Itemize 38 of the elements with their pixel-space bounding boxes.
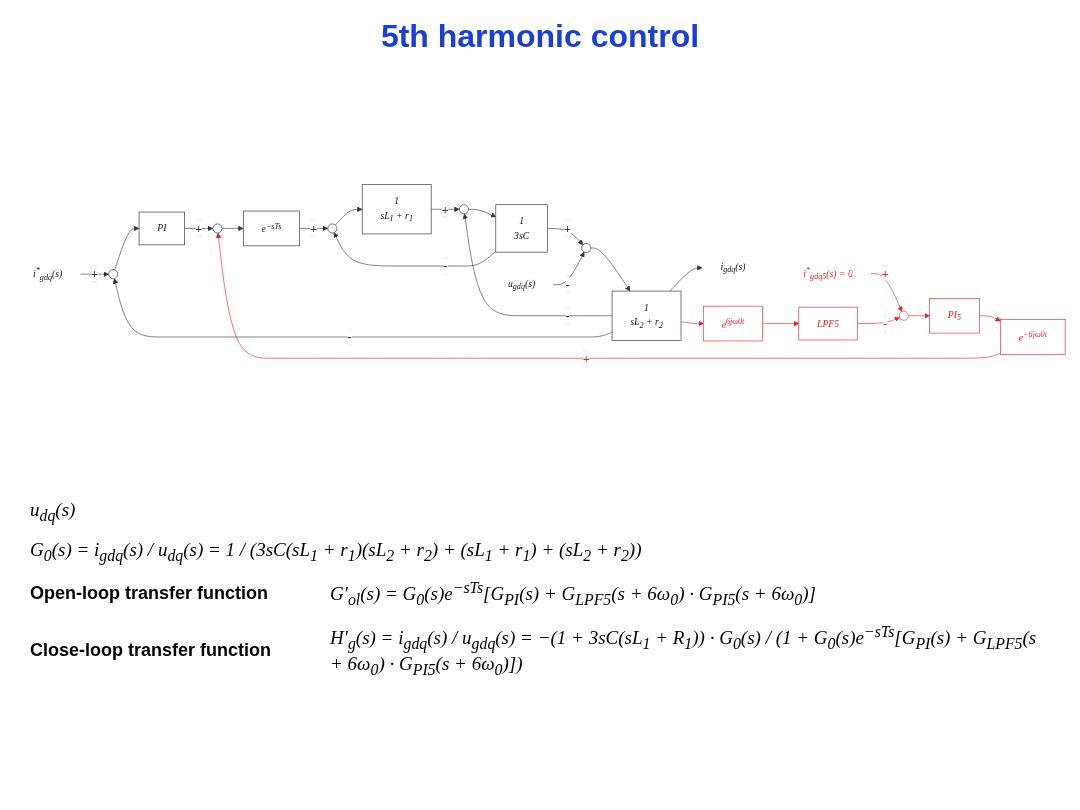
node-circle [898,310,909,321]
node-circle [459,204,469,215]
node-box: 1 sL$_{1}$ + r$_{1}$ [361,184,432,235]
edge-label: + [881,266,889,281]
edge-label: + [564,221,572,236]
node-box: e$^{−sTs}$ [242,210,300,247]
node-circle [108,269,119,280]
edge-label: - [443,259,448,273]
node-box: LPF5 [798,306,858,341]
node-box: e$^{−6jω0t}$ [1000,319,1066,355]
edge-label: - [565,309,570,323]
node-text: i$^{*}$$_{gdq}$(s) [33,266,63,282]
edge-label: + [310,221,318,236]
formula: H′$_{g}$(s) = i$_{gdq}$(s) / u$_{gdq}$(s) = −(1 + 3sC(sL$_{1}$ + R$_{1}$)) · G$_{0}$(s) / (1 + G$_{0}$(s)e$^{−sTs}$[G$_{PI}$(s) + G$_{LPF5}$(s + 6ω$_{0}$) · G$_{PI5}$(s + 6ω$_{0}$)]) [330,622,1038,679]
node-text: i$_{gdq}$(s) [720,261,746,275]
node-circle [212,223,223,234]
node-box: 1 3sC [495,204,548,253]
formula: G′$_{ol}$(s) = G$_{0}$(s)e$^{−sTs}$[G$_{PI}$(s) + G$_{LPF5}$(s + 6ω$_{0}$) · G$_{PI5}$(s + 6ω$_{0}$)] [330,578,817,609]
node-text: i$^{*}$$_{gdq5}$(s) = 0 [803,265,853,282]
node-box: PI [138,211,185,246]
node-box: 1 sL$_{2}$ + r$_{2}$ [611,290,682,341]
edge-label: - [565,278,570,292]
formula-heading: Close-loop transfer function [30,640,272,662]
node-text: u$_{gdq}$(s) [507,278,536,292]
node-circle [581,243,592,253]
node-box: e$^{6jω0t}$ [703,305,763,342]
edge-label: + [195,221,203,236]
edge-label: - [347,330,352,344]
edge-label: + [91,267,99,281]
edge-label: + [441,202,449,216]
title: 5th harmonic control [379,18,701,55]
node-box: PI$_{5}$ [929,298,980,334]
formula: G$_{0}$(s) = i$_{gdq}$(s) / u$_{dq}$(s) = 1 / (3sC(sL$_{1}$ + r$_{1}$)(sL$_{2}$ + r$_{2}$) + (sL$_{1}$ + r$_{1}$) + (sL$_{2}$ + r$_{2}$)) [30,538,643,565]
node-circle [327,223,338,234]
edge-label: - [883,316,888,331]
signal-label: u$_{dq}$(s) [30,499,77,525]
formula-heading: Open-loop transfer function [30,583,269,605]
edge-label: + [582,351,590,365]
